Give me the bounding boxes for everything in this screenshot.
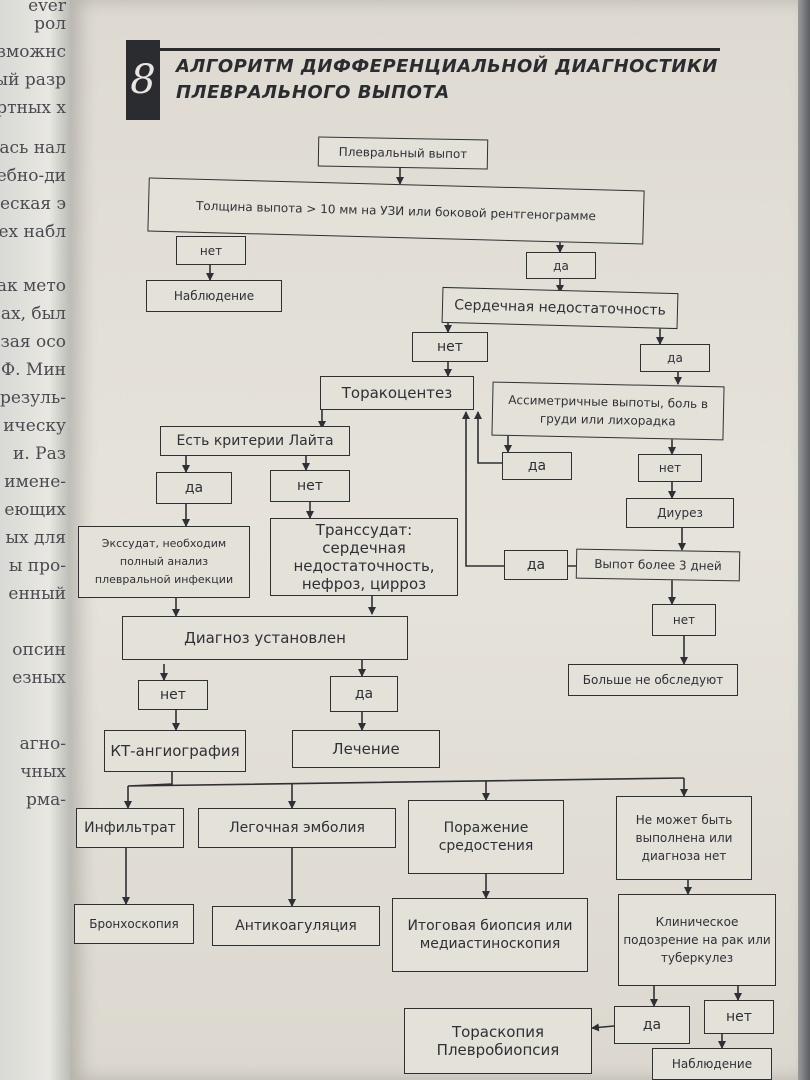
title-rule <box>160 48 720 51</box>
prev-page-fragment: чных <box>20 762 66 782</box>
prev-page-fragment: ы про- <box>8 556 66 576</box>
node-no-4: нет <box>270 470 350 502</box>
prev-page-fragment: озможнс <box>0 42 66 62</box>
prev-page-fragment: ическу <box>3 416 66 436</box>
node-anticoagulation: Антикоагуляция <box>212 906 380 946</box>
prev-page-fragment: имене- <box>4 472 66 492</box>
node-thoracoscopy: Тораскопия Плевробиопсия <box>404 1008 592 1074</box>
node-pleural-effusion: Плевральный выпот <box>317 136 489 170</box>
node-mediastinal-lesion: Поражение средостения <box>408 800 564 874</box>
prev-page-fragment: рол <box>34 14 66 34</box>
node-not-possible: Не может быть выполнена или диагноза нет <box>616 796 752 880</box>
node-no-further-exam: Больше не обследуют <box>568 664 738 696</box>
prev-page-fragment: ах, был <box>0 304 66 324</box>
node-no-2: нет <box>412 332 488 362</box>
node-asymmetric-effusions: Ассиметричные выпоты, боль в груди или л… <box>491 381 725 441</box>
edge-ct-branch <box>127 772 685 787</box>
node-diagnosis-established: Диагноз установлен <box>122 616 408 660</box>
node-bronchoscopy: Бронхоскопия <box>74 904 194 944</box>
chapter-number-tab: 8 <box>126 40 160 120</box>
node-yes-7: да <box>614 1006 690 1044</box>
node-diuresis: Диурез <box>626 498 734 528</box>
node-yes-3: да <box>502 452 572 480</box>
node-ct-angiography: КТ-ангиография <box>104 730 246 772</box>
node-effusion-3-days: Выпот более 3 дней <box>575 548 741 582</box>
prev-page-fragment: ебно-ди <box>0 166 66 186</box>
prev-page-fragment: еская э <box>0 194 66 214</box>
prev-page-fragment: зая осо <box>0 332 66 352</box>
prev-page-fragment: опсин <box>12 640 66 660</box>
node-pulmonary-embolism: Легочная эмболия <box>198 808 396 848</box>
edge-yes7-thoracoscopy <box>591 1023 615 1032</box>
node-observation-2: Наблюдение <box>652 1048 772 1080</box>
node-observation-1: Наблюдение <box>146 280 282 312</box>
prev-page-fragment: ever <box>28 0 66 16</box>
node-exudate: Экссудат, необходим полный анализ плевра… <box>78 526 250 598</box>
node-thoracentesis: Торакоцентез <box>320 376 474 410</box>
prev-page-fragment: ех набл <box>0 222 66 242</box>
node-no-5: нет <box>652 604 716 636</box>
node-final-biopsy: Итоговая биопсия или медиастиноскопия <box>392 898 588 972</box>
prev-page-fragment: агно- <box>19 734 66 754</box>
node-yes-6: да <box>330 676 398 712</box>
prev-page-fragment: Ф. Мин <box>1 360 66 380</box>
node-no-3: нет <box>638 454 702 482</box>
node-yes-4: да <box>156 472 232 504</box>
title-line-1: АЛГОРИТМ ДИФФЕРЕНЦИАЛЬНОЙ ДИАГНОСТИКИ <box>176 56 718 77</box>
node-heart-failure: Сердечная недостаточность <box>441 286 679 330</box>
node-no-1: нет <box>176 236 246 265</box>
node-yes-1: да <box>526 252 596 279</box>
prev-page-fragment: ак мето <box>0 276 66 296</box>
node-yes-5: да <box>504 550 568 580</box>
title-line-2: ПЛЕВРАЛЬНОГО ВЫПОТА <box>176 82 450 103</box>
node-treatment: Лечение <box>292 730 440 768</box>
node-infiltrate: Инфильтрат <box>76 808 184 848</box>
prev-page-fragment: енный <box>8 584 66 604</box>
node-light-criteria: Есть критерии Лайта <box>160 426 350 456</box>
node-clinical-suspicion: Клиническое подозрение на рак или туберк… <box>618 894 776 986</box>
prev-page-fragment: рма- <box>26 790 66 810</box>
prev-page-fragment: артных х <box>0 98 66 118</box>
node-no-7: нет <box>704 1000 774 1034</box>
page-title: АЛГОРИТМ ДИФФЕРЕНЦИАЛЬНОЙ ДИАГНОСТИКИ ПЛ… <box>176 54 736 106</box>
prev-page-fragment: езных <box>12 668 66 688</box>
edge-yes3-thoracentesis <box>474 411 508 464</box>
prev-page-fragment: ный разр <box>0 70 66 90</box>
edge-yes5-thoracentesis <box>462 411 504 567</box>
prev-page-fragment: ых для <box>5 528 66 548</box>
node-transudate: Транссудат: сердечная недостаточность, н… <box>270 518 458 596</box>
previous-page-edge: ever рол озможнс ный разр артных х лась … <box>0 0 70 1080</box>
prev-page-fragment: и. Раз <box>13 444 66 464</box>
prev-page-fragment: лась нал <box>0 138 66 158</box>
node-yes-2: да <box>640 344 710 372</box>
node-no-6: нет <box>138 680 208 710</box>
book-spine <box>798 0 810 1080</box>
prev-page-fragment: резуль- <box>0 388 66 408</box>
prev-page-fragment: еющих <box>4 500 66 520</box>
